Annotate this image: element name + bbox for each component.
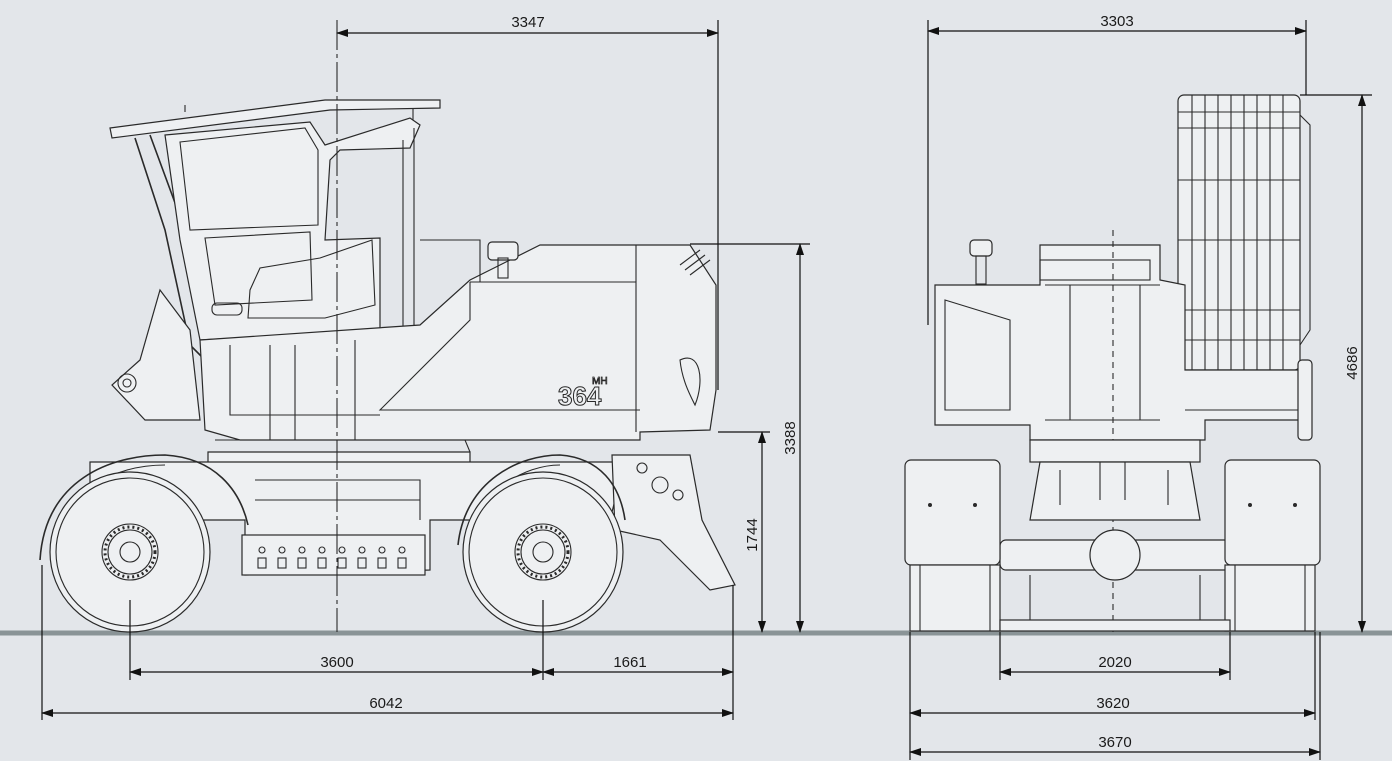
dim-side-total-length: 6042 [369,695,402,712]
front-view-machine [904,94,1321,632]
dim-front-width-1: 3620 [1096,695,1129,712]
svg-text:364: 364 [558,381,602,411]
side-view-machine: 364 MH [39,20,736,633]
dim-front-width-2: 3670 [1098,734,1131,751]
front-dimensions: 3303 4686 2020 3620 3670 [909,13,1372,760]
dim-side-top-width: 3347 [511,14,544,31]
dim-front-track-width: 2020 [1098,654,1131,671]
dim-side-chassis-height: 1744 [744,518,761,551]
dim-side-wheelbase: 3600 [320,654,353,671]
dim-side-front-overhang: 1661 [613,654,646,671]
svg-text:MH: MH [592,376,608,387]
dim-front-top-width: 3303 [1100,13,1133,30]
dim-side-upper-height: 3388 [782,421,799,454]
dim-front-total-height: 4686 [1344,346,1361,379]
side-dimensions: 3347 3388 1744 3600 1661 6042 [41,14,810,720]
